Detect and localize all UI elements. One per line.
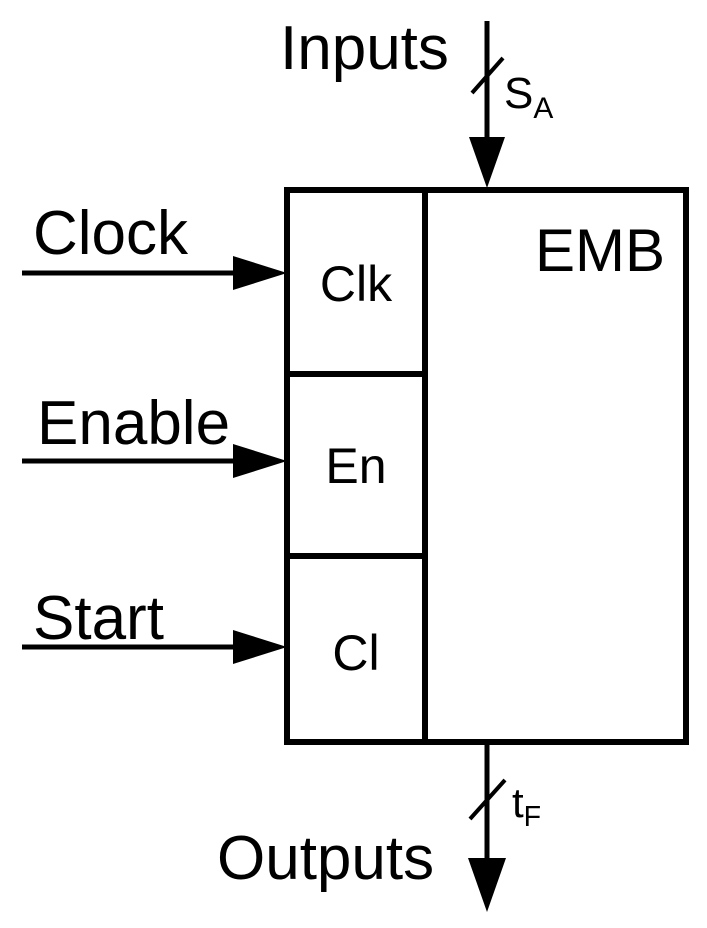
outputs-label: Outputs <box>217 824 435 893</box>
block-title: EMB <box>535 217 666 284</box>
enable-arrow <box>22 444 287 478</box>
start-signal-label: Start <box>33 584 164 653</box>
outputs-bus-arrow <box>468 745 507 912</box>
port-column-divider <box>422 187 428 745</box>
bus-width-slash-icon <box>468 778 507 821</box>
input-bus-subscript: A <box>533 91 554 125</box>
output-bus-annotation: tF <box>512 779 541 832</box>
input-bus-annotation: SA <box>504 69 553 124</box>
output-bus-base: t <box>512 779 524 826</box>
bus-width-slash-icon <box>470 56 505 95</box>
port-label-en: En <box>325 438 387 494</box>
clk-en-divider <box>284 371 428 377</box>
input-bus-base: S <box>504 69 534 118</box>
clock-arrow <box>22 256 287 290</box>
en-cl-divider <box>284 553 428 559</box>
clock-signal-label: Clock <box>33 199 189 268</box>
output-bus-subscript: F <box>523 801 542 834</box>
port-label-cl: Cl <box>332 625 380 681</box>
inputs-label: Inputs <box>280 14 449 83</box>
start-arrow <box>22 630 287 664</box>
enable-signal-label: Enable <box>37 389 231 458</box>
inputs-bus-arrow <box>469 21 505 188</box>
port-label-clk: Clk <box>319 256 393 312</box>
emb-block-outline <box>284 187 689 745</box>
